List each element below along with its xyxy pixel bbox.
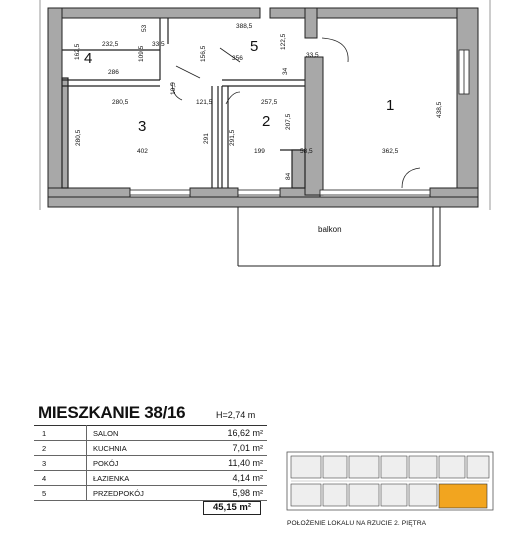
room-label-1: 1 <box>386 97 394 114</box>
dim-label: 162,5 <box>74 43 81 60</box>
dim-label: 356 <box>232 55 243 62</box>
wall-salon-top <box>304 7 318 39</box>
dim-label: 280,5 <box>112 99 129 106</box>
dim-label: 122,5 <box>280 33 287 50</box>
kitchen-column <box>291 149 306 189</box>
dim-label: 33,5 <box>152 41 165 48</box>
dim-label: 10,5 <box>170 82 177 95</box>
room-area: 11,40 m² <box>193 455 267 471</box>
table-row: 2 KUCHNIA 7,01 m² <box>34 440 267 456</box>
dim-label: 121,5 <box>196 99 213 106</box>
wall-left <box>47 7 63 196</box>
cut-lines <box>39 0 491 210</box>
wall-top-a <box>47 7 261 19</box>
room-label-4: 4 <box>84 50 92 67</box>
floor-plan: balkon 1 2 3 4 5 388,5 232,5 53 162,5 33… <box>39 0 491 267</box>
partitions <box>61 18 306 189</box>
door-balcony <box>401 167 421 189</box>
table-row: 1 SALON 16,62 m² <box>34 425 267 441</box>
door-hall <box>219 47 241 63</box>
apartment-height: H=2,74 m <box>216 410 256 420</box>
room-name: POKÓJ <box>86 455 193 471</box>
bottom-windows <box>129 189 431 196</box>
room-no: 4 <box>34 470 87 486</box>
dim-label: 291 <box>203 133 210 144</box>
dim-label: 388,5 <box>236 23 253 30</box>
room-name: PRZEDPOKÓJ <box>86 485 193 501</box>
rooms-table: 1 SALON 16,62 m² 2 KUCHNIA 7,01 m² 3 POK… <box>34 425 267 501</box>
apartment-title: MIESZKANIE 38/16 <box>38 403 186 422</box>
dim-label: 280,5 <box>75 129 82 146</box>
wall-kitchen-salon <box>304 56 324 196</box>
room-area: 7,01 m² <box>193 440 267 456</box>
dim-label: 34 <box>282 67 289 75</box>
room-area: 16,62 m² <box>193 425 267 441</box>
table-row: 4 ŁAZIENKA 4,14 m² <box>34 470 267 486</box>
window-right <box>458 49 470 95</box>
wall-room3-left <box>61 77 69 189</box>
dim-label: 84 <box>285 172 292 180</box>
dim-label: 109,5 <box>138 45 145 62</box>
room-name: KUCHNIA <box>86 440 193 456</box>
door-room3 <box>171 81 183 101</box>
room-label-2: 2 <box>262 113 270 130</box>
wall-bottom-left <box>47 187 131 198</box>
dim-label: 156,5 <box>200 45 207 62</box>
room-name: ŁAZIENKA <box>86 470 193 486</box>
dim-label: 199 <box>254 148 265 155</box>
room-no: 3 <box>34 455 87 471</box>
room-name: SALON <box>86 425 193 441</box>
room-label-5: 5 <box>250 38 258 55</box>
wall-top-b <box>269 7 479 19</box>
room-no: 1 <box>34 425 87 441</box>
dim-label: 291,5 <box>229 129 236 146</box>
dim-label: 207,5 <box>285 113 292 130</box>
wall-bottom-mid <box>189 187 239 198</box>
door-kitchen <box>225 91 241 105</box>
door-salon <box>321 37 349 63</box>
balcony: balkon <box>47 196 479 267</box>
room-no: 5 <box>34 485 87 501</box>
door-swings <box>171 37 421 189</box>
room-area: 5,98 m² <box>193 485 267 501</box>
dim-label: 33,5 <box>306 52 319 59</box>
room-no: 2 <box>34 440 87 456</box>
balcony-label: balkon <box>318 225 342 234</box>
total-area: 45,15 m² <box>203 501 261 515</box>
wall-right <box>456 7 479 197</box>
dim-label: 438,5 <box>436 101 443 118</box>
table-row: 5 PRZEDPOKÓJ 5,98 m² <box>34 485 267 501</box>
dim-label: 232,5 <box>102 41 119 48</box>
dimension-labels: 388,5 232,5 53 162,5 33,5 109,5 156,5 35… <box>74 23 443 180</box>
floor-location-minimap <box>286 451 494 511</box>
dim-label: 402 <box>137 148 148 155</box>
room-label-3: 3 <box>138 118 146 135</box>
room-area: 4,14 m² <box>193 470 267 486</box>
door-bath <box>175 65 201 79</box>
dim-label: 257,5 <box>261 99 278 106</box>
dim-label: 362,5 <box>382 148 399 155</box>
location-caption: POŁOŻENIE LOKALU NA RZUCIE 2. PIĘTRA <box>287 520 427 527</box>
apartment-highlight <box>438 483 488 509</box>
dim-label: 58,5 <box>300 148 313 155</box>
table-row: 3 POKÓJ 11,40 m² <box>34 455 267 471</box>
dim-label: 53 <box>141 24 148 32</box>
wall-bottom-right <box>429 187 479 198</box>
dim-label: 286 <box>108 69 119 76</box>
